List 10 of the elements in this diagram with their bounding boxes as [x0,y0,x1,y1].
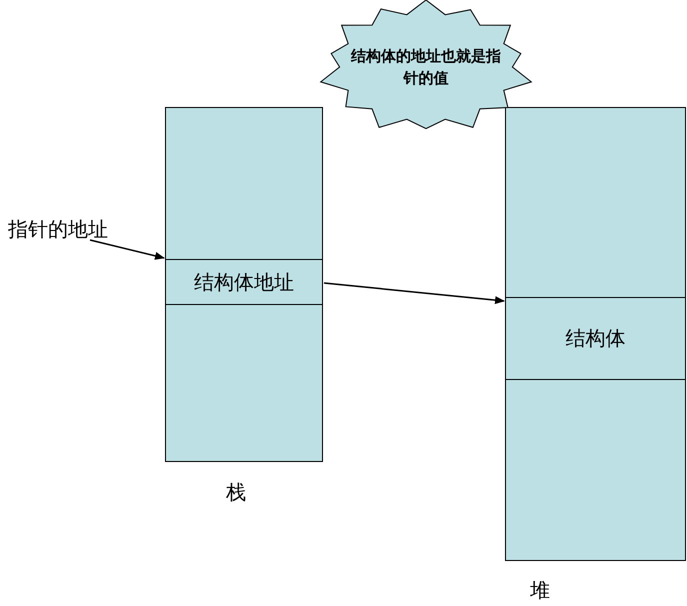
pointer-label: 指针的地址 [8,216,132,242]
arrow [324,282,505,304]
memory-cell: 结构体 [505,297,686,380]
heap-caption: 堆 [530,578,550,602]
arrow [90,239,165,260]
callout-text: 结构体的地址也就是指针的值 [350,46,502,89]
memory-cell: 结构体地址 [165,259,323,305]
heap-column [505,107,686,561]
stack-column [165,107,323,462]
stack-caption: 栈 [226,480,246,504]
